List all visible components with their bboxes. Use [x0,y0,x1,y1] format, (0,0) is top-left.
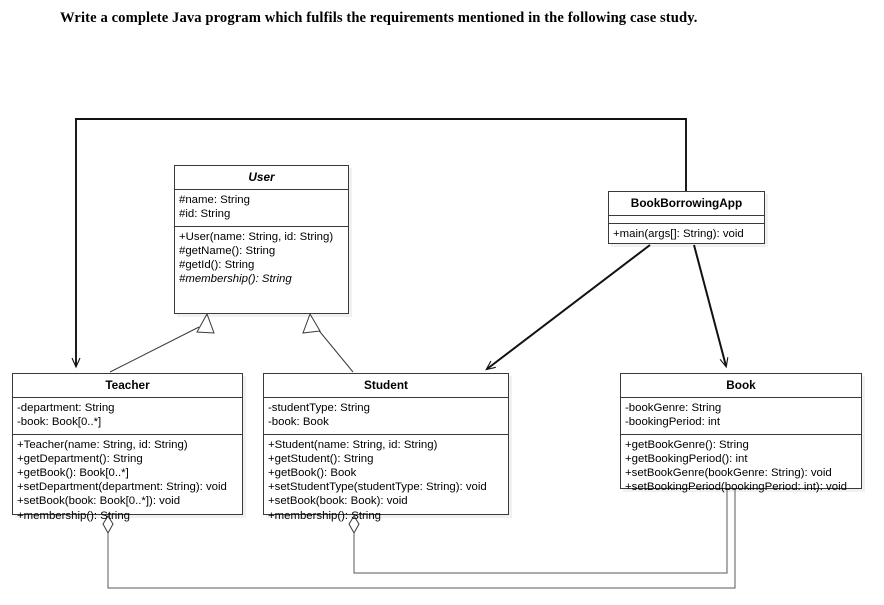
operation-row: +setStudentType(studentType: String): vo… [268,481,487,494]
operation-row: #getName(): String [179,244,276,257]
attribute-row: -bookingPeriod: int [625,416,720,429]
class-attributes-teacher: -department: String -book: Book[0..*] [13,398,242,435]
operation-row: +Teacher(name: String, id: String) [17,438,188,451]
operation-row: +getBookingPeriod(): int [625,452,748,465]
operation-row: +setBookGenre(bookGenre: String): void [625,467,832,480]
class-attributes-bookborrowingapp [609,216,764,225]
class-name-user: User [175,166,348,191]
operation-row: +Student(name: String, id: String) [268,438,438,451]
attribute-row: -studentType: String [268,402,370,415]
class-attributes-student: -studentType: String -book: Book [264,398,508,435]
class-operations-teacher: +Teacher(name: String, id: String) +getD… [13,435,242,528]
class-box-book[interactable]: Book -bookGenre: String -bookingPeriod: … [620,373,862,493]
class-operations-user: +User(name: String, id: String) #getName… [175,227,348,293]
class-box-user[interactable]: User #name: String #id: String +User(nam… [174,165,349,314]
class-box-bookborrowingapp[interactable]: BookBorrowingApp +main(args[]: String): … [608,191,765,244]
class-box-student[interactable]: Student -studentType: String -book: Book… [263,373,509,522]
attribute-row: #name: String [179,194,250,207]
dependency-app-student [485,244,651,371]
operation-row: +getBookGenre(): String [625,438,749,451]
attribute-row: -book: Book[0..*] [17,416,102,429]
operation-row: +getStudent(): String [268,452,374,465]
attribute-row: -department: String [17,402,115,415]
dependency-app-book [693,244,729,369]
operation-row: +setBookingPeriod(bookingPeriod: int): v… [625,481,847,494]
operation-row: +getBook(): Book [268,467,357,480]
operation-row: #membership(): String [179,273,292,286]
operation-row: +main(args[]: String): void [613,228,744,241]
aggregation-student-book [348,489,728,574]
class-name-teacher: Teacher [13,374,242,399]
dependency-app-teacher [71,118,687,369]
attribute-row: -book: Book [268,416,329,429]
operation-row: +membership(): String [268,509,381,522]
class-operations-student: +Student(name: String, id: String) +getS… [264,435,508,528]
operation-row: +setBook(book: Book): void [268,495,408,508]
class-box-teacher[interactable]: Teacher -department: String -book: Book[… [12,373,243,522]
generalization-student-user [302,312,354,373]
class-attributes-book: -bookGenre: String -bookingPeriod: int [621,398,861,435]
class-attributes-user: #name: String #id: String [175,190,348,227]
page-title: Write a complete Java program which fulf… [60,10,698,26]
operation-row: #getId(): String [179,259,255,272]
class-operations-book: +getBookGenre(): String +getBookingPerio… [621,435,861,500]
class-name-bookborrowingapp: BookBorrowingApp [609,192,764,217]
aggregation-teacher-book [102,489,736,589]
operation-row: +membership(): String [17,509,130,522]
operation-row: +getDepartment(): String [17,452,143,465]
operation-row: +User(name: String, id: String) [179,230,334,243]
attribute-row: #id: String [179,208,231,221]
attribute-row: -bookGenre: String [625,402,722,415]
class-name-book: Book [621,374,861,399]
class-operations-bookborrowingapp: +main(args[]: String): void [609,224,764,246]
operation-row: +getBook(): Book[0..*] [17,467,129,480]
class-name-student: Student [264,374,508,399]
generalization-teacher-user [109,312,215,373]
operation-row: +setBook(book: Book[0..*]): void [17,495,181,508]
operation-row: +setDepartment(department: String): void [17,481,227,494]
